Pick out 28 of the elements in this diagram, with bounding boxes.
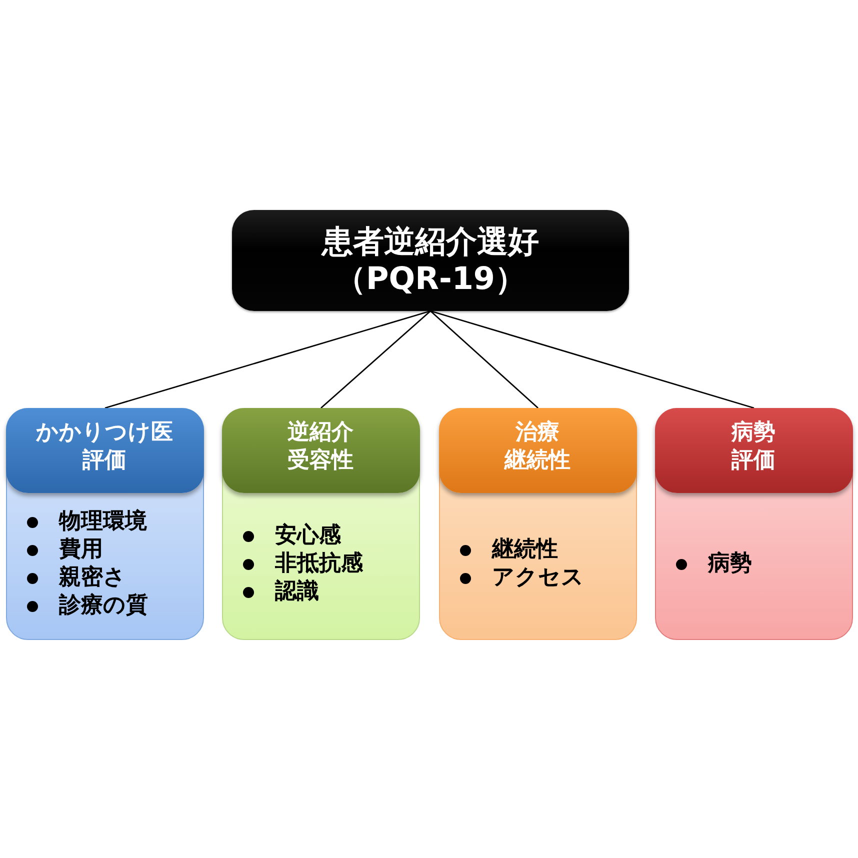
list-item-text: 診療の質	[59, 592, 148, 620]
category-card	[222, 408, 420, 640]
card-header	[222, 408, 420, 492]
root-box	[232, 210, 629, 311]
header-text: かかりつけ医評価	[35, 418, 174, 474]
list-item-text: 非抵抗感	[275, 550, 363, 578]
connector-line	[320, 310, 431, 409]
header-text: 治療継続性	[503, 418, 572, 474]
list-item-text: アクセス	[492, 564, 584, 592]
list-item-text: 費用	[59, 536, 103, 564]
category-card	[655, 408, 853, 640]
connector-line	[430, 310, 754, 409]
list-item-text: 病勢	[708, 550, 752, 578]
card-header	[438, 408, 636, 492]
header-text: 逆紹介受容性	[286, 418, 354, 474]
category-card	[6, 408, 204, 640]
list-item-text: 親密さ	[59, 564, 126, 592]
list-item-text: 認識	[275, 578, 319, 606]
list-item-text: 継続性	[492, 536, 558, 564]
header-text: 病勢評価	[730, 418, 776, 474]
connector-line	[430, 310, 538, 409]
card-header	[6, 408, 204, 492]
list-item-text: 物理環境	[59, 508, 147, 536]
card-header	[654, 408, 852, 492]
heading-text: 患者逆紹介選好（PQR-19）	[320, 224, 540, 298]
connector-line	[104, 310, 431, 409]
list-item-text: 安心感	[275, 522, 341, 550]
category-card	[439, 408, 637, 640]
